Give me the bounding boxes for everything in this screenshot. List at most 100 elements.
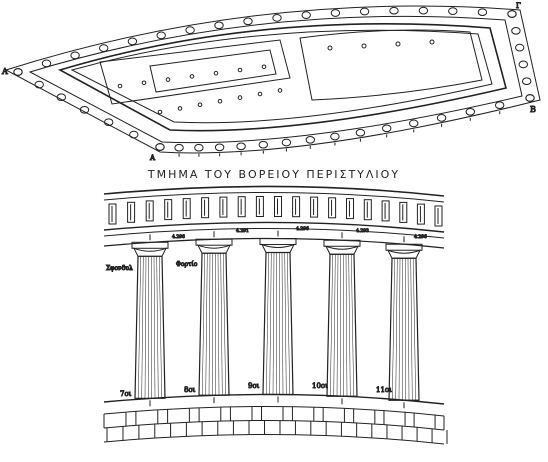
column-flute	[285, 253, 287, 395]
plan-column	[508, 11, 516, 18]
plan-column	[449, 8, 457, 15]
plan-column	[306, 136, 314, 143]
plan-column	[71, 52, 79, 59]
column-flute	[145, 256, 146, 398]
cella-column	[158, 110, 162, 114]
cella-column	[278, 89, 282, 93]
plan-column	[259, 141, 267, 148]
plan-column	[156, 144, 164, 151]
column-flute	[154, 256, 155, 398]
column-flute	[351, 254, 353, 396]
column-number-label: 11οι	[376, 386, 392, 394]
plan-column	[519, 61, 527, 68]
plan-column	[356, 129, 364, 136]
triglyph	[238, 197, 245, 217]
plan-column	[512, 27, 520, 34]
plan-column	[237, 143, 245, 150]
dimension-label: 4.296	[414, 234, 427, 240]
plan-column	[331, 10, 339, 17]
triglyph	[256, 197, 263, 217]
side-note-right: Φορτίο	[176, 261, 198, 268]
column-flute	[209, 253, 210, 395]
column-number-label: 7οι	[120, 390, 132, 398]
triglyph	[220, 197, 227, 217]
corner-label-bottom: A	[149, 154, 156, 162]
column-flute	[157, 256, 159, 398]
plan-column	[244, 18, 252, 25]
column-flute	[266, 253, 268, 395]
column-flute	[399, 258, 400, 400]
column-flute	[349, 254, 351, 396]
column-flute	[138, 256, 140, 398]
architrave-line	[104, 228, 444, 238]
triglyph	[364, 200, 371, 220]
column-flute	[142, 256, 144, 398]
column-flute	[287, 253, 289, 395]
plan-column	[410, 120, 418, 127]
plan-column	[215, 144, 223, 151]
plan-column	[282, 139, 290, 146]
column-echinus	[262, 245, 294, 253]
column-flute	[202, 253, 204, 395]
column-flute	[270, 253, 272, 395]
plan-column	[496, 102, 504, 109]
opisthodomos	[300, 30, 482, 100]
plan-column	[273, 15, 281, 22]
corner-label-left: A	[1, 67, 8, 76]
plan-column	[157, 32, 165, 39]
cella-column	[262, 65, 266, 69]
stylobate-plan: A B Γ A	[1, 2, 540, 162]
plan-column	[14, 69, 22, 76]
opisthodomos-column	[430, 40, 434, 44]
cella-column	[198, 103, 202, 107]
plan-inner-edge	[30, 16, 522, 142]
cella-column	[142, 81, 146, 85]
plan-column	[390, 7, 398, 14]
plan-column	[419, 7, 427, 14]
column-flute	[223, 253, 225, 395]
plan-dimension-labels	[179, 111, 500, 157]
cella-column	[238, 96, 242, 100]
plan-column	[478, 9, 486, 16]
column-flute	[346, 254, 347, 396]
column-flute	[206, 253, 208, 395]
plan-column	[186, 27, 194, 34]
plan-column	[383, 125, 391, 132]
triglyph	[202, 198, 209, 218]
column-flute	[330, 254, 332, 396]
plan-column	[523, 78, 531, 85]
dimension-label: 4.291	[236, 228, 249, 234]
plan-column	[302, 12, 310, 19]
plan-column	[35, 81, 43, 88]
cella-column	[166, 78, 170, 82]
plan-column	[466, 108, 474, 115]
column-flute	[413, 258, 415, 400]
plan-outer-edge	[6, 6, 540, 153]
column-flute	[159, 256, 161, 398]
plan-column	[360, 8, 368, 15]
column-flute	[411, 258, 413, 400]
plan-column	[516, 44, 524, 51]
frieze-bottom	[104, 222, 444, 232]
opisthodomos-column	[328, 46, 332, 50]
doric-column	[324, 232, 360, 404]
cella-column	[258, 92, 262, 96]
plan-column	[42, 60, 50, 67]
triglyph	[183, 199, 190, 219]
column-number-label: 8οι	[184, 386, 196, 394]
cella-column	[178, 107, 182, 111]
column-number-label: 9οι	[248, 382, 260, 390]
corner-label-top-right: Γ	[516, 2, 521, 10]
column-flute	[273, 253, 274, 395]
triglyph	[347, 199, 354, 219]
cella-room	[150, 50, 276, 92]
plan-column	[331, 133, 339, 140]
triglyph	[311, 197, 318, 217]
column-echinus	[134, 248, 166, 256]
cella-column	[238, 68, 242, 72]
triglyph	[400, 202, 407, 222]
cella-column	[118, 84, 122, 88]
